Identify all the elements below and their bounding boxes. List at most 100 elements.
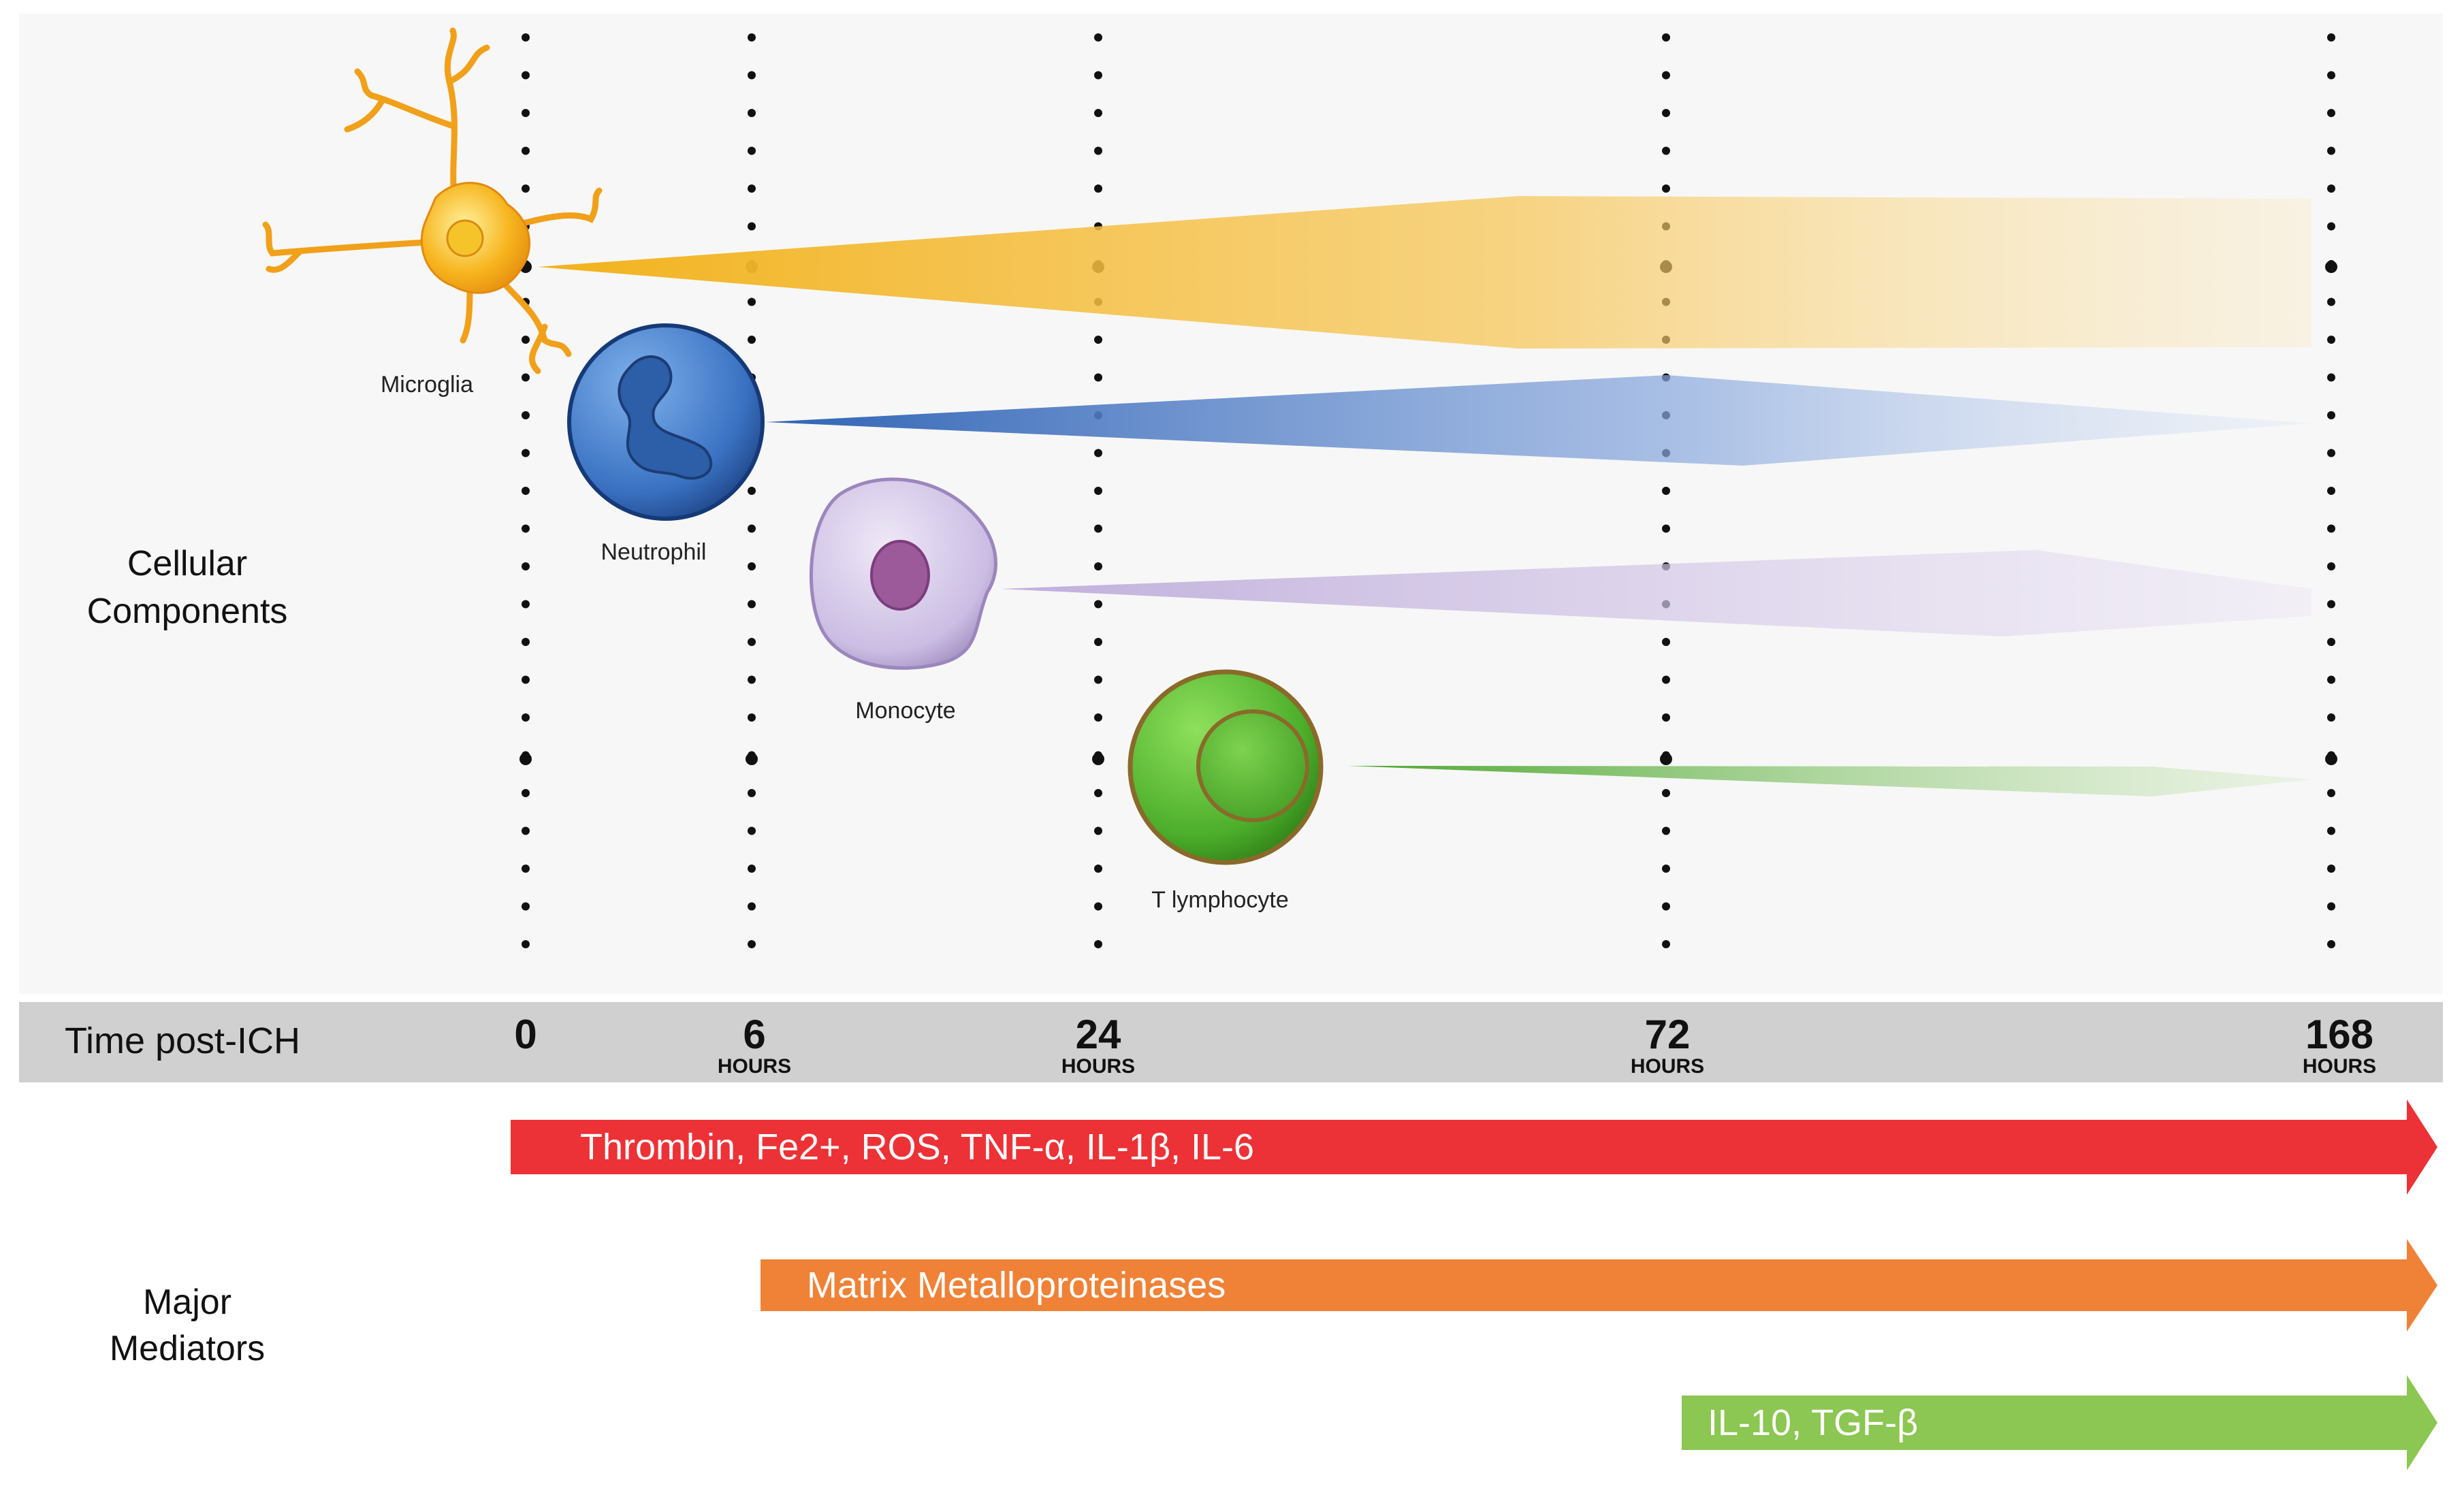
tick-value-4: 168 xyxy=(2305,1012,2373,1057)
grid-dot xyxy=(1094,524,1102,533)
major-mediators-label: Major Mediators xyxy=(110,1283,265,1368)
grid-dot xyxy=(1094,638,1102,646)
cellular-components-line-1: Cellular xyxy=(127,544,247,583)
grid-dot xyxy=(1662,184,1670,193)
t-lymphocyte-nucleus xyxy=(1196,709,1309,822)
time-axis-band xyxy=(19,1002,2443,1082)
grid-dot xyxy=(1094,600,1102,609)
activity-wedges xyxy=(538,196,2311,796)
tick-value-1: 6 xyxy=(743,1012,765,1057)
grid-dot xyxy=(1094,373,1102,382)
grid-dot xyxy=(748,902,756,911)
mediator-arrow-early xyxy=(511,1099,2437,1195)
grid-dot xyxy=(522,487,530,495)
grid-marker-dot xyxy=(1092,753,1104,765)
grid-dot xyxy=(1094,789,1102,797)
grid-dot xyxy=(748,297,756,306)
t-lymphocyte-activity-wedge xyxy=(1348,766,2311,796)
grid-dot xyxy=(2327,109,2335,117)
monocyte-activity-wedge xyxy=(1001,550,2311,636)
grid-dot xyxy=(748,524,756,533)
gridline-4 xyxy=(2325,33,2337,948)
grid-dot xyxy=(1094,146,1102,155)
grid-dot xyxy=(748,109,756,117)
tick-unit-4: HOURS xyxy=(2303,1055,2376,1078)
grid-dot xyxy=(2327,33,2335,42)
grid-dot xyxy=(1094,184,1102,193)
cellular-components-label: Cellular Components xyxy=(87,544,288,631)
grid-marker-dot xyxy=(2325,753,2337,765)
grid-dot xyxy=(748,713,756,722)
t-lymphocyte-cell-image xyxy=(1127,669,1324,865)
gridline-3 xyxy=(1660,33,1672,948)
grid-dot xyxy=(1662,789,1670,797)
monocyte-cell-image xyxy=(810,477,997,670)
grid-dot xyxy=(1662,71,1670,80)
grid-dot xyxy=(522,713,530,722)
grid-dot xyxy=(748,562,756,570)
grid-dot xyxy=(2327,789,2335,797)
grid-dot xyxy=(522,865,530,873)
grid-dot xyxy=(1094,940,1102,948)
mediator-arrow-late xyxy=(1682,1375,2437,1470)
grid-dot xyxy=(748,600,756,609)
grid-dot xyxy=(522,675,530,684)
grid-dot xyxy=(522,600,530,609)
tick-unit-1: HOURS xyxy=(718,1055,791,1078)
grid-dot xyxy=(1662,713,1670,722)
time-axis-title: Time post-ICH xyxy=(65,1020,300,1061)
grid-dot xyxy=(522,940,530,948)
grid-dot xyxy=(522,411,530,419)
grid-dot xyxy=(2327,297,2335,306)
grid-dot xyxy=(2327,411,2335,419)
grid-dot xyxy=(2327,71,2335,80)
grid-dot xyxy=(748,789,756,797)
grid-dot xyxy=(1094,71,1102,80)
grid-dot xyxy=(1094,675,1102,684)
grid-dot xyxy=(2327,222,2335,231)
major-mediators-line-1: Major xyxy=(143,1283,231,1322)
grid-dot xyxy=(2327,336,2335,344)
microglia-nucleus xyxy=(446,219,484,257)
grid-dot xyxy=(1662,902,1670,911)
grid-dot xyxy=(1094,865,1102,873)
grid-dot xyxy=(1094,826,1102,835)
grid-dot xyxy=(2327,826,2335,835)
grid-dot xyxy=(1662,826,1670,835)
grid-dot xyxy=(2327,449,2335,457)
cell-label-microglia: Microglia xyxy=(381,372,473,398)
grid-dot xyxy=(522,638,530,646)
grid-dot xyxy=(522,902,530,911)
grid-dot xyxy=(1662,33,1670,42)
grid-dot xyxy=(1662,487,1670,495)
grid-dot xyxy=(1094,902,1102,911)
grid-dot xyxy=(748,71,756,80)
grid-dot xyxy=(2327,562,2335,570)
grid-dot xyxy=(522,184,530,193)
mediator-label-early: Thrombin, Fe2+, ROS, TNF-α, IL-1β, IL-6 xyxy=(580,1127,1254,1167)
grid-dot xyxy=(748,222,756,231)
cell-label-t-lymphocyte: T lymphocyte xyxy=(1151,887,1289,913)
grid-dot xyxy=(1094,713,1102,722)
grid-dot xyxy=(748,940,756,948)
grid-dot xyxy=(2327,600,2335,609)
grid-dot xyxy=(748,487,756,495)
grid-dot xyxy=(748,184,756,193)
mediator-label-mmp: Matrix Metalloproteinases xyxy=(807,1265,1226,1306)
grid-dot xyxy=(522,109,530,117)
grid-dot xyxy=(522,562,530,570)
tick-value-0: 0 xyxy=(514,1012,537,1057)
grid-marker-dot xyxy=(519,753,532,765)
grid-dot xyxy=(1094,109,1102,117)
tick-value-3: 72 xyxy=(1645,1012,1691,1057)
grid-dot xyxy=(2327,146,2335,155)
grid-dot xyxy=(522,789,530,797)
grid-dot xyxy=(1094,562,1102,570)
grid-dot xyxy=(522,33,530,42)
grid-dot xyxy=(1662,524,1670,533)
tick-value-2: 24 xyxy=(1076,1012,1121,1057)
grid-dot xyxy=(2327,524,2335,533)
mediator-arrows: Thrombin, Fe2+, ROS, TNF-α, IL-1β, IL-6 … xyxy=(511,1099,2437,1470)
grid-dot xyxy=(2327,373,2335,382)
